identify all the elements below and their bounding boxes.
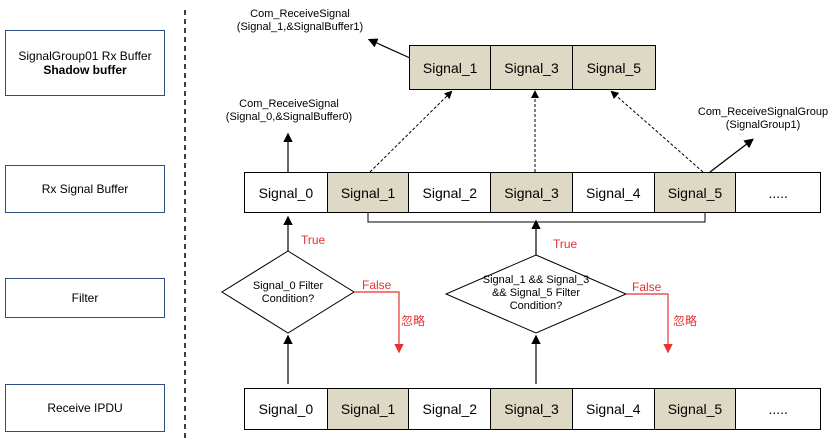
filter-text: Filter bbox=[71, 291, 99, 305]
single-filter-line1: Signal_0 Filter bbox=[252, 280, 324, 292]
rx-cell: Signal_5 bbox=[654, 173, 737, 212]
group-filter-line2: && Signal_5 Filter bbox=[491, 287, 581, 299]
ipdu-row: Signal_0 Signal_1 Signal_2 Signal_3 Sign… bbox=[244, 388, 821, 430]
group-filter-line3: Condition? bbox=[509, 300, 563, 312]
ipdu-cell: Signal_4 bbox=[572, 389, 655, 429]
rx-cell: ..... bbox=[736, 173, 821, 212]
signal0-call-line1: Com_ReceiveSignal bbox=[239, 98, 339, 110]
group-call-line2: (SignalGroup1) bbox=[725, 119, 801, 131]
ignore-label-single: 忽略 bbox=[401, 314, 426, 328]
shadow-buffer-subtitle: Shadow buffer bbox=[43, 63, 127, 77]
false-label-group: False bbox=[632, 280, 662, 294]
ipdu-cell: Signal_5 bbox=[654, 389, 737, 429]
group-call-label: Com_ReceiveSignalGroup (SignalGroup1) bbox=[690, 106, 836, 132]
top-call-line1: Com_ReceiveSignal bbox=[250, 8, 350, 20]
shadow-cell: Signal_5 bbox=[572, 46, 656, 89]
ipdu-cell: ..... bbox=[736, 389, 821, 429]
false-label-single: False bbox=[362, 278, 392, 292]
top-call-label: Com_ReceiveSignal (Signal_1,&SignalBuffe… bbox=[225, 8, 375, 34]
top-call-line2: (Signal_1,&SignalBuffer1) bbox=[236, 21, 364, 33]
single-filter-line2: Condition? bbox=[261, 293, 315, 305]
ipdu-cell: Signal_1 bbox=[327, 389, 410, 429]
ipdu-cell: Signal_0 bbox=[245, 389, 328, 429]
rx-signal-buffer-text: Rx Signal Buffer bbox=[41, 182, 129, 196]
shadow-cell: Signal_1 bbox=[410, 46, 492, 89]
group-call-line1: Com_ReceiveSignalGroup bbox=[697, 106, 829, 118]
shadow-buffer-label: SignalGroup01 Rx Buffer Shadow buffer bbox=[5, 30, 165, 96]
rx-buffer-row: Signal_0 Signal_1 Signal_2 Signal_3 Sign… bbox=[244, 172, 821, 213]
shadow-buffer-title: SignalGroup01 Rx Buffer bbox=[18, 49, 152, 63]
signal0-call-line2: (Signal_0,&SignalBuffer0) bbox=[225, 111, 353, 123]
filter-label: Filter bbox=[5, 278, 165, 318]
ipdu-cell: Signal_2 bbox=[409, 389, 492, 429]
shadow-cell: Signal_3 bbox=[491, 46, 573, 89]
ignore-label-group: 忽略 bbox=[673, 314, 698, 328]
rx-cell: Signal_1 bbox=[327, 173, 410, 212]
rx-cell: Signal_3 bbox=[491, 173, 573, 212]
true-label-single: True bbox=[301, 233, 326, 247]
group-filter-line1: Signal_1 && Signal_3 bbox=[482, 274, 590, 286]
ipdu-cell: Signal_3 bbox=[491, 389, 573, 429]
true-label-group: True bbox=[553, 237, 578, 251]
rx-cell: Signal_4 bbox=[572, 173, 655, 212]
signal0-call-label: Com_ReceiveSignal (Signal_0,&SignalBuffe… bbox=[214, 98, 364, 124]
rx-cell: Signal_2 bbox=[409, 173, 492, 212]
filter-diamond-group bbox=[444, 254, 628, 334]
shadow-buffer-row: Signal_1 Signal_3 Signal_5 bbox=[409, 45, 656, 90]
rx-cell: Signal_0 bbox=[245, 173, 328, 212]
single-filter-text: Signal_0 Filter Condition? bbox=[228, 280, 348, 306]
receive-ipdu-label: Receive IPDU bbox=[5, 384, 165, 432]
group-filter-text: Signal_1 && Signal_3 && Signal_5 Filter … bbox=[456, 274, 616, 313]
filter-diamond-single bbox=[221, 250, 355, 334]
rx-signal-buffer-label: Rx Signal Buffer bbox=[5, 165, 165, 213]
receive-ipdu-text: Receive IPDU bbox=[47, 401, 123, 415]
group-bracket bbox=[367, 213, 706, 223]
